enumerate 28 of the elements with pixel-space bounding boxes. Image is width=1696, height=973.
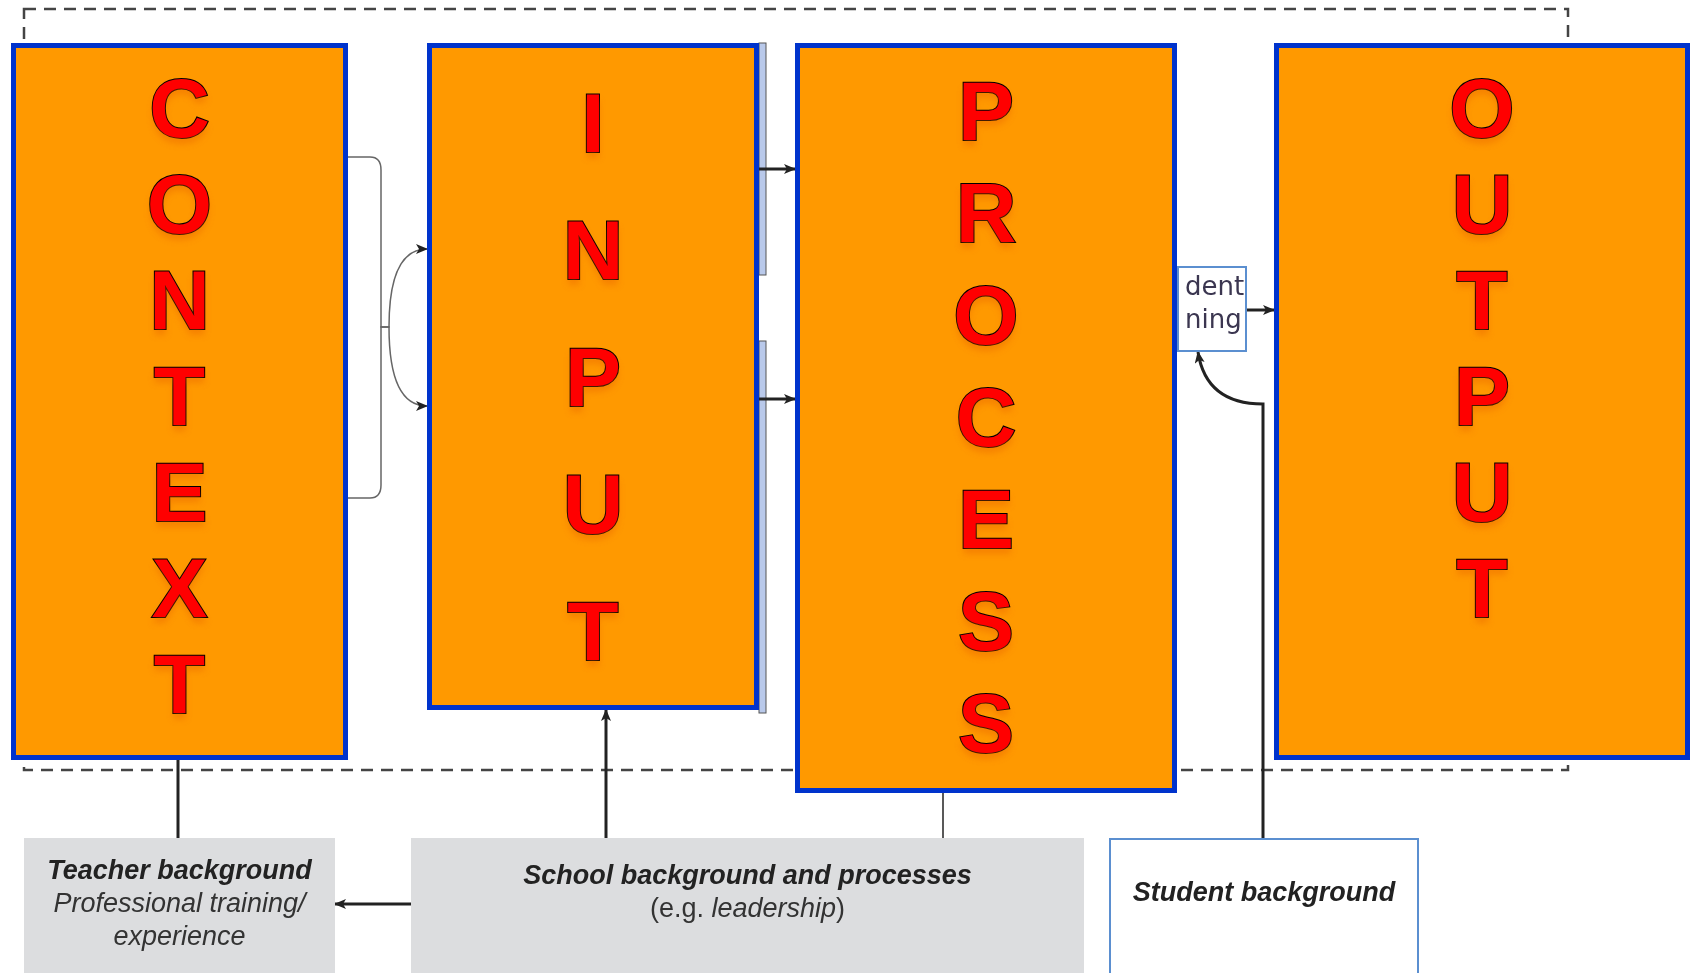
arrow bbox=[1195, 351, 1265, 838]
arrow bbox=[601, 709, 611, 838]
background-box bbox=[1109, 838, 1419, 973]
connector-line bbox=[942, 792, 944, 839]
box-text: Professional training/ experience bbox=[52, 887, 309, 953]
stage-box bbox=[795, 43, 1177, 793]
connector-line bbox=[176, 760, 180, 838]
arrow bbox=[1247, 305, 1275, 315]
box-heading: Teacher background bbox=[47, 854, 312, 887]
arrow bbox=[347, 156, 428, 328]
partly-hidden-box bbox=[1177, 266, 1247, 352]
vertical-title: INPUT bbox=[562, 75, 624, 680]
box-label: dent ning bbox=[1185, 271, 1245, 334]
stage-box bbox=[1274, 43, 1690, 760]
vertical-title: OUTPUT bbox=[1449, 60, 1515, 637]
arrow bbox=[334, 899, 411, 909]
background-box bbox=[411, 838, 1084, 973]
box-heading: School background and processes bbox=[523, 859, 972, 892]
background-box bbox=[24, 838, 335, 973]
stage-box bbox=[11, 43, 348, 760]
box-heading: Student background bbox=[1132, 875, 1396, 909]
stage-box bbox=[427, 43, 759, 710]
vertical-title: CONTEXT bbox=[146, 60, 213, 733]
arrow bbox=[759, 394, 796, 404]
vertical-title: PROCESS bbox=[953, 63, 1019, 772]
arrow bbox=[759, 164, 796, 174]
box-text: (e.g. leadership) bbox=[649, 892, 846, 925]
arrow bbox=[347, 326, 428, 499]
